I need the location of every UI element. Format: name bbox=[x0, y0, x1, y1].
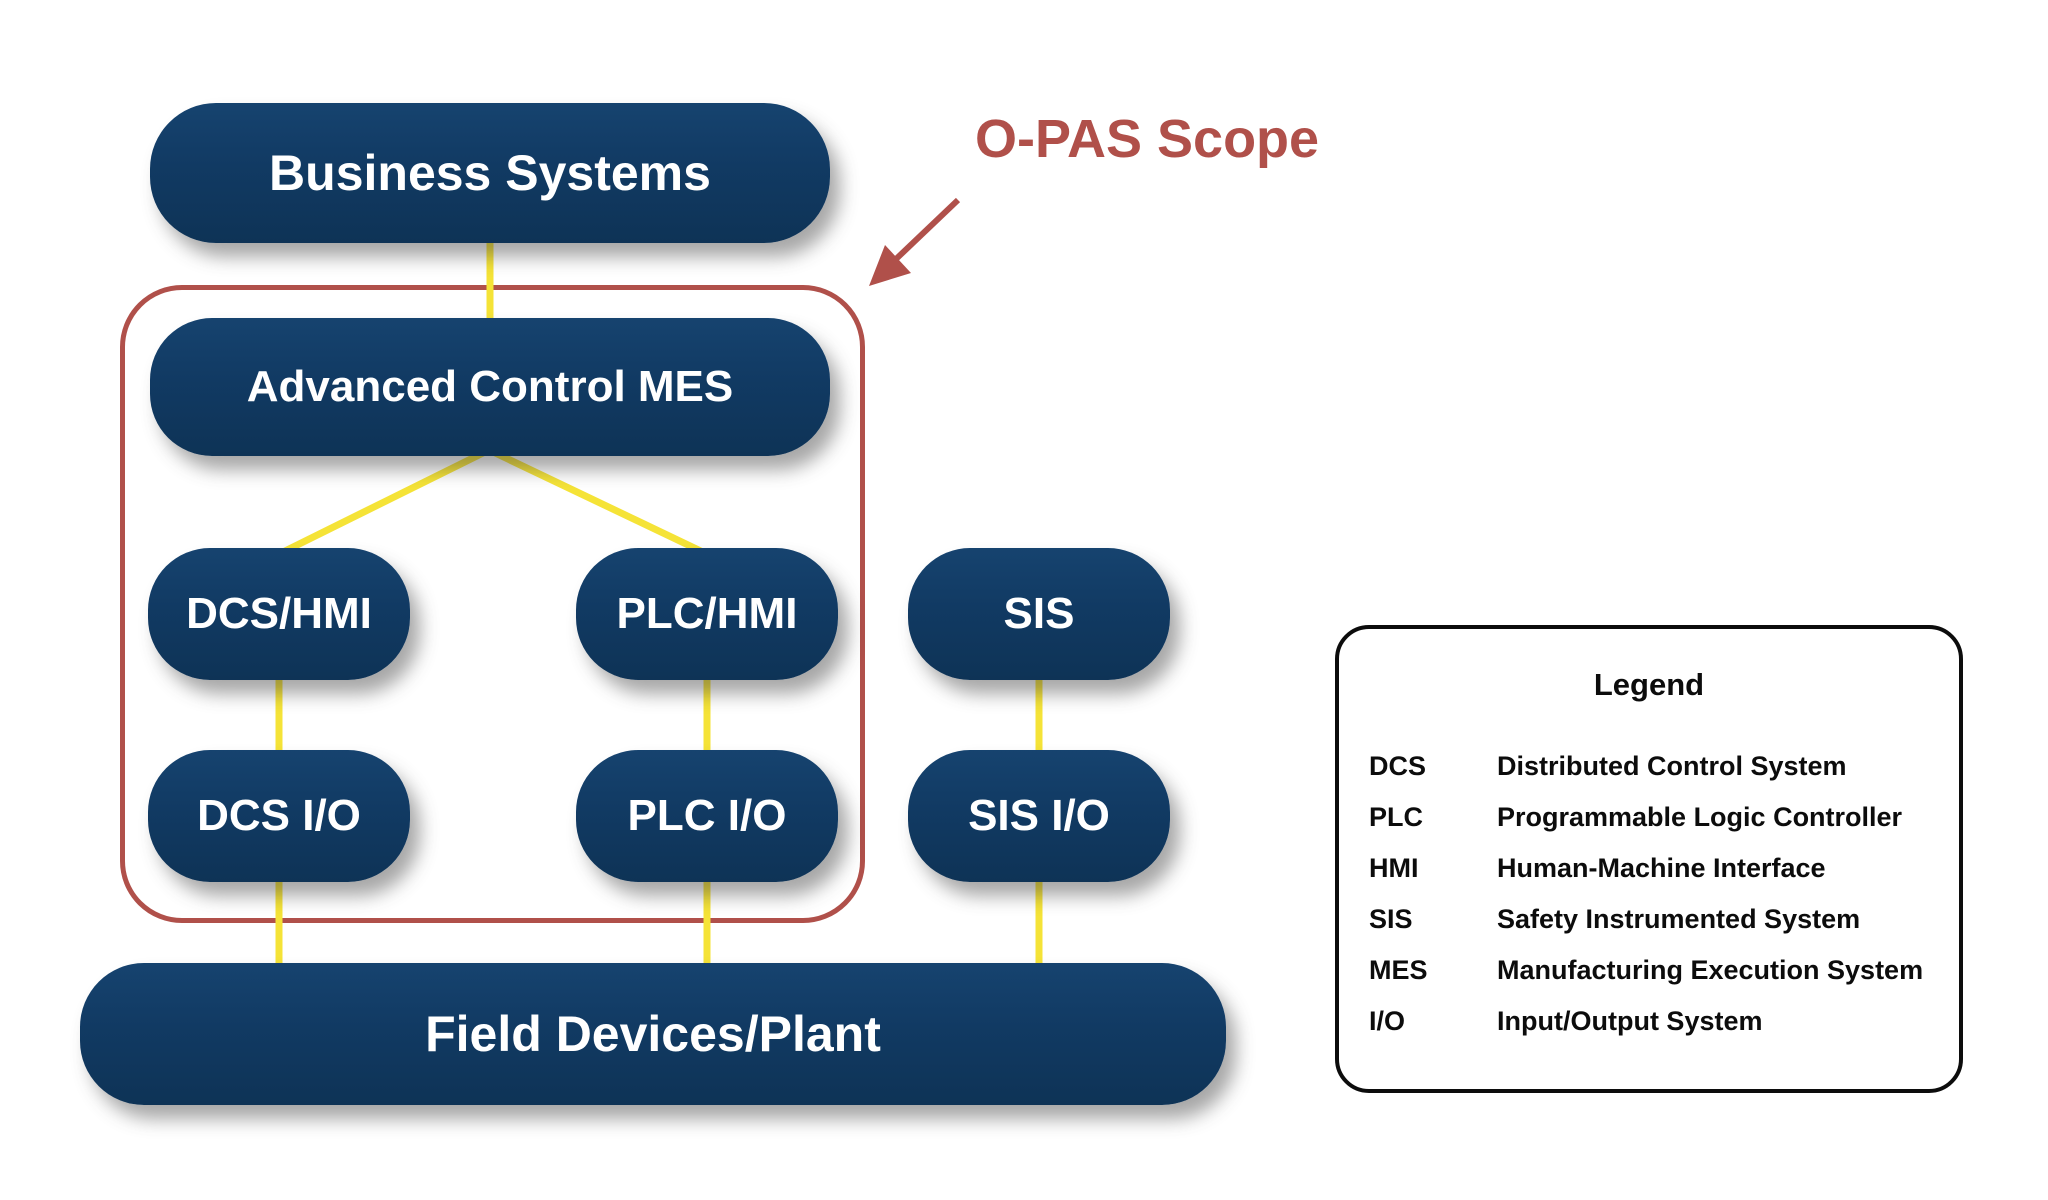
legend-box: Legend DCS Distributed Control System PL… bbox=[1335, 625, 1963, 1093]
legend-definition: Safety Instrumented System bbox=[1497, 904, 1861, 934]
node-label: Business Systems bbox=[269, 145, 711, 201]
scope-arrow bbox=[869, 197, 961, 286]
legend-definition: Manufacturing Execution System bbox=[1497, 955, 1924, 985]
legend-definition: Input/Output System bbox=[1497, 1006, 1763, 1036]
node-sis-io: SIS I/O bbox=[908, 750, 1170, 882]
legend-row: DCS Distributed Control System bbox=[1369, 751, 1943, 802]
legend-row: PLC Programmable Logic Controller bbox=[1369, 802, 1943, 853]
node-plc-io: PLC I/O bbox=[576, 750, 838, 882]
node-label: PLC I/O bbox=[627, 791, 787, 840]
legend-row: MES Manufacturing Execution System bbox=[1369, 955, 1943, 1006]
legend-definition: Distributed Control System bbox=[1497, 751, 1847, 781]
legend-rows: DCS Distributed Control System PLC Progr… bbox=[1339, 751, 1959, 1057]
legend-row: SIS Safety Instrumented System bbox=[1369, 904, 1943, 955]
node-advanced-control-mes: Advanced Control MES bbox=[150, 318, 830, 456]
legend-abbr: SIS bbox=[1369, 904, 1413, 934]
node-label: DCS I/O bbox=[197, 791, 361, 840]
legend-definition: Programmable Logic Controller bbox=[1497, 802, 1903, 832]
node-label: Field Devices/Plant bbox=[425, 1006, 881, 1062]
legend-abbr: DCS bbox=[1369, 751, 1427, 781]
node-label: SIS I/O bbox=[968, 791, 1110, 840]
arrowhead-icon bbox=[869, 245, 911, 286]
node-sis: SIS bbox=[908, 548, 1170, 680]
node-field-devices-plant: Field Devices/Plant bbox=[80, 963, 1226, 1105]
legend-abbr: MES bbox=[1369, 955, 1428, 985]
node-label: PLC/HMI bbox=[616, 589, 798, 638]
legend-row: HMI Human-Machine Interface bbox=[1369, 853, 1943, 904]
opas-scope-label: O-PAS Scope bbox=[975, 109, 1320, 169]
node-dcs-hmi: DCS/HMI bbox=[148, 548, 410, 680]
yellow-connectors bbox=[275, 240, 1043, 968]
node-dcs-io: DCS I/O bbox=[148, 750, 410, 882]
node-plc-hmi: PLC/HMI bbox=[576, 548, 838, 680]
legend-abbr: I/O bbox=[1369, 1006, 1406, 1036]
node-label: DCS/HMI bbox=[186, 589, 372, 638]
legend-abbr: PLC bbox=[1369, 802, 1423, 832]
node-label: Advanced Control MES bbox=[246, 362, 734, 411]
legend-abbr: HMI bbox=[1369, 853, 1419, 883]
legend-row: I/O Input/Output System bbox=[1369, 1006, 1943, 1057]
node-business-systems: Business Systems bbox=[150, 103, 830, 243]
legend-title: Legend bbox=[1593, 667, 1705, 702]
legend-definition: Human-Machine Interface bbox=[1497, 853, 1826, 883]
node-label: SIS bbox=[1003, 589, 1075, 638]
